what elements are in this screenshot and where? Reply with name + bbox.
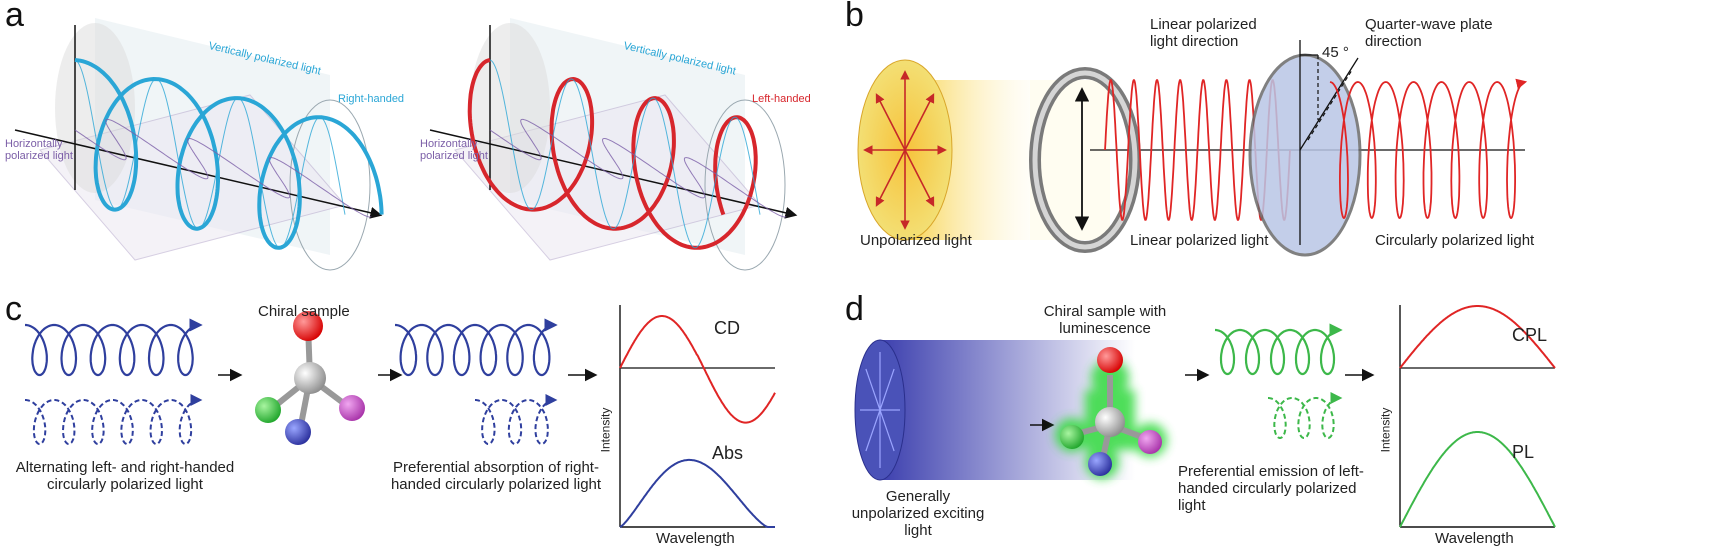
input-helix-dashed bbox=[25, 394, 203, 445]
d-bottom-series-label: PL bbox=[1512, 442, 1535, 462]
vertical-wave bbox=[489, 59, 761, 249]
linear-polarizer-ring-highlight bbox=[1032, 70, 1138, 250]
c-bottom-series-label: Abs bbox=[712, 443, 744, 463]
atom-green bbox=[255, 397, 281, 423]
unpolarized-arrow bbox=[904, 93, 935, 151]
horizontal-wave bbox=[74, 118, 372, 218]
propagation-axis bbox=[429, 129, 798, 219]
atom-center bbox=[1095, 407, 1125, 437]
b-qwp-direction-label: Quarter-wave plate direction bbox=[1365, 16, 1493, 50]
circular-wave bbox=[1329, 78, 1528, 220]
panel-label-a: a bbox=[5, 0, 24, 34]
c-plot-ylabel: Intensity bbox=[598, 407, 613, 453]
atom-green bbox=[1060, 425, 1084, 449]
output-helix-dashed bbox=[1268, 392, 1343, 439]
c-output-caption: Preferential absorption of right-handed … bbox=[390, 459, 602, 493]
horizontal-wave bbox=[489, 118, 787, 218]
atom-magenta bbox=[339, 395, 365, 421]
a-right-handed-label: Left-handed bbox=[752, 93, 811, 105]
panel-a-left-diagram bbox=[14, 18, 384, 271]
b-angle-label: 45 ° bbox=[1322, 44, 1349, 61]
chiral-molecule-c bbox=[255, 311, 365, 445]
d-chiral-sample-label: Chiral sample with luminescence bbox=[1043, 303, 1167, 337]
atom-magenta bbox=[1138, 430, 1162, 454]
right-handed-helix bbox=[74, 58, 384, 250]
c-chiral-sample-label: Chiral sample bbox=[258, 303, 350, 320]
output-helix-solid bbox=[395, 318, 558, 377]
a-left-horizontal-label: Horizontally polarized light bbox=[5, 138, 73, 162]
d-top-series-label: CPL bbox=[1512, 325, 1548, 345]
atom-blue bbox=[285, 419, 311, 445]
d-input-caption: Generally unpolarized exciting light bbox=[851, 488, 985, 539]
panel-label-b: b bbox=[845, 0, 864, 34]
pl-curve bbox=[1399, 431, 1556, 528]
d-plot-ylabel: Intensity bbox=[1378, 407, 1393, 453]
cd-curve bbox=[619, 315, 776, 424]
exciting-arrow bbox=[879, 409, 895, 452]
exciting-arrow bbox=[879, 368, 895, 411]
plate-fast-axis bbox=[1299, 57, 1359, 151]
cylinder-end bbox=[289, 99, 371, 271]
atom-center bbox=[294, 362, 326, 394]
panel-b-diagram bbox=[857, 40, 1528, 257]
b-unpolarized-label: Unpolarized light bbox=[860, 232, 972, 249]
b-linear-label: Linear polarized light bbox=[1130, 232, 1269, 249]
propagation-axis bbox=[14, 129, 383, 219]
chiral-molecule-d bbox=[1055, 347, 1167, 479]
unpolarized-arrow bbox=[875, 149, 906, 207]
input-helix-solid bbox=[25, 318, 203, 377]
panel-label-d: d bbox=[845, 290, 864, 328]
c-plot-xlabel: Wavelength bbox=[656, 530, 735, 547]
output-helix-solid bbox=[1215, 323, 1343, 376]
cpl-curve bbox=[1399, 305, 1556, 369]
d-plot-xlabel: Wavelength bbox=[1435, 530, 1514, 547]
panel-d-diagram bbox=[854, 305, 1556, 528]
atom-blue bbox=[1088, 452, 1112, 476]
a-right-horizontal-label: Horizontally polarized light bbox=[420, 138, 488, 162]
unpolarized-arrow bbox=[904, 149, 935, 207]
unpolarized-arrow bbox=[875, 93, 906, 151]
cylinder-end bbox=[704, 99, 786, 271]
atom-red bbox=[293, 311, 323, 341]
panel-label-c: c bbox=[5, 290, 22, 328]
output-helix-dashed bbox=[475, 394, 558, 445]
atom-red bbox=[1097, 347, 1123, 373]
vertical-wave bbox=[74, 59, 346, 249]
d-output-caption: Preferential emission of left-handed cir… bbox=[1178, 463, 1364, 514]
unpolarized-arrows bbox=[863, 70, 947, 230]
left-handed-helix bbox=[467, 58, 758, 250]
c-input-caption: Alternating left- and right-handed circu… bbox=[15, 459, 235, 493]
exciting-arrow bbox=[865, 368, 881, 411]
panel-c-diagram bbox=[25, 305, 776, 528]
a-left-handed-label: Right-handed bbox=[338, 93, 405, 105]
quarter-wave-plate bbox=[1248, 53, 1362, 257]
c-top-series-label: CD bbox=[714, 318, 740, 338]
panel-a-right-diagram bbox=[429, 18, 798, 271]
b-circular-label: Circularly polarized light bbox=[1375, 232, 1535, 249]
exciting-arrow bbox=[865, 409, 881, 452]
exciting-arrows bbox=[860, 352, 900, 468]
abs-curve bbox=[619, 458, 775, 528]
b-linear-direction-label: Linear polarized light direction bbox=[1150, 16, 1257, 50]
